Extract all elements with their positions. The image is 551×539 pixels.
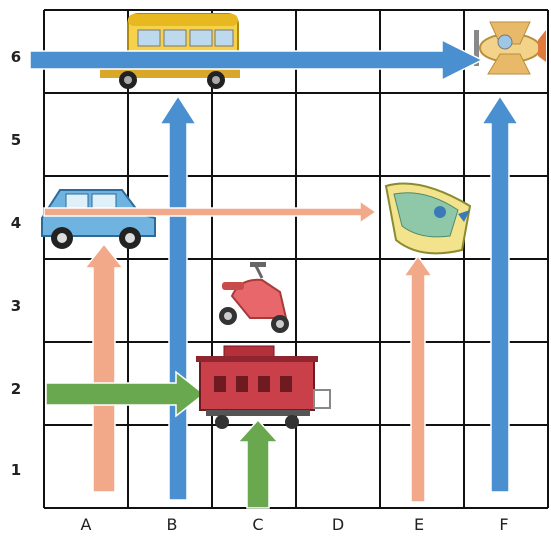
airplane-icon xyxy=(474,21,546,75)
green-arrow-row2-to-C xyxy=(45,370,206,418)
grid-lines xyxy=(43,9,549,509)
boat-icon xyxy=(384,182,472,255)
row-label-1: 1 xyxy=(10,461,22,479)
blue-arrow-B-up xyxy=(158,94,198,501)
row-label-6: 6 xyxy=(10,48,22,66)
col-label-D: D xyxy=(331,515,345,534)
blue-arrow-row6-to-F xyxy=(29,38,484,82)
train-car-icon xyxy=(196,345,331,429)
col-label-A: A xyxy=(80,515,92,534)
col-label-C: C xyxy=(252,515,264,534)
car-icon xyxy=(41,189,156,249)
row-label-4: 4 xyxy=(10,214,22,232)
col-label-E: E xyxy=(413,515,425,534)
col-label-F: F xyxy=(499,515,509,534)
orange-arrow-A-up xyxy=(83,242,125,493)
scooter-icon xyxy=(219,262,289,333)
arrows-layer xyxy=(29,38,520,509)
row-label-5: 5 xyxy=(10,131,22,149)
green-arrow-C-up xyxy=(236,418,280,509)
row-label-2: 2 xyxy=(10,380,22,398)
row-label-3: 3 xyxy=(10,297,22,315)
blue-arrow-F-up xyxy=(480,94,520,493)
col-label-B: B xyxy=(166,515,178,534)
orange-arrow-E-up xyxy=(402,254,434,503)
orange-arrow-row4-to-E xyxy=(43,199,378,225)
